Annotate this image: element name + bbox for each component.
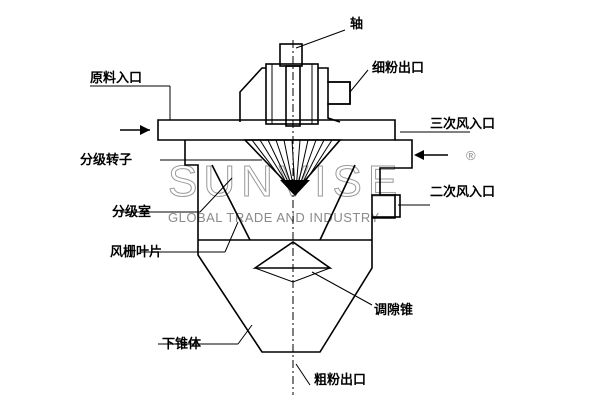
bearing-housing	[265, 63, 319, 125]
label-chamber: 分级室	[112, 204, 151, 220]
label-rotor: 分级转子	[80, 152, 132, 168]
label-adjusting-cone: 调隙锥	[374, 302, 413, 318]
body-left-wall	[184, 140, 199, 240]
top-plate	[157, 119, 396, 141]
label-tertiary-air: 三次风入口	[430, 116, 495, 132]
watermark-registered: ®	[466, 148, 476, 163]
watermark: SUNVISE ® GLOBAL TRADE AND INDUSTRY	[168, 148, 476, 225]
watermark-tagline: GLOBAL TRADE AND INDUSTRY	[168, 210, 380, 225]
label-vanes: 风栅叶片	[110, 244, 162, 260]
adjusting-cone-top	[252, 241, 333, 269]
lower-cone-body	[197, 240, 373, 353]
label-secondary-air: 二次风入口	[430, 184, 495, 200]
label-coarse-outlet: 粗粉出口	[314, 372, 366, 388]
raw-inlet-arrow	[140, 125, 150, 135]
label-fine-outlet: 细粉出口	[372, 60, 424, 76]
vane-left	[211, 164, 251, 241]
label-raw-inlet: 原料入口	[90, 70, 142, 86]
label-shaft: 轴	[350, 16, 363, 32]
vane-right	[319, 164, 356, 241]
shaft-assembly	[265, 40, 319, 395]
label-lower-cone: 下锥体	[162, 336, 202, 352]
upper-dome	[239, 67, 351, 123]
rotor-hub	[280, 180, 310, 196]
fine-outlet-pipe	[327, 81, 351, 105]
leader-lines	[90, 29, 470, 386]
tertiary-air-arrow	[414, 150, 424, 160]
secondary-air-port	[371, 194, 401, 218]
adjusting-cone-bottom	[254, 267, 331, 283]
classifier-rotor	[243, 139, 342, 196]
